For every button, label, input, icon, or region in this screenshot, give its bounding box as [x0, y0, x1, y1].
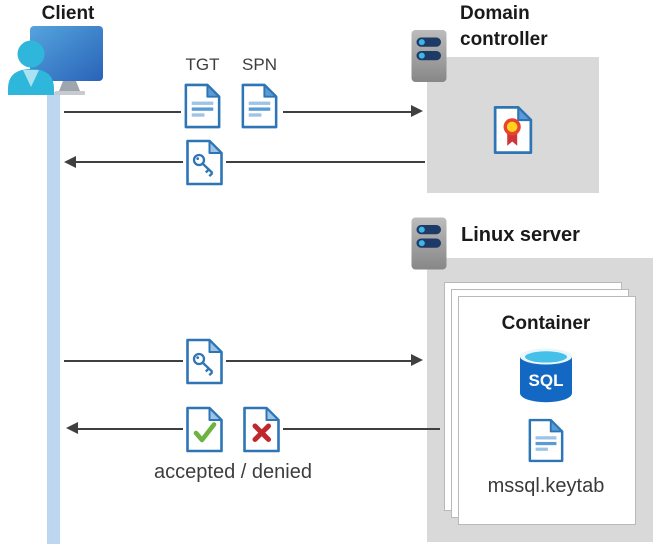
spn-label: SPN	[242, 55, 277, 74]
denied-document-icon	[241, 406, 282, 453]
arrow-connect-request-line	[226, 360, 411, 362]
tgt-document-icon	[182, 83, 223, 129]
domain-controller-server-icon	[411, 29, 447, 83]
arrow-auth-response-line	[226, 161, 425, 163]
container-title: Container	[501, 313, 591, 334]
arrow-auth-request-line	[64, 111, 181, 113]
keytab-document-icon	[527, 415, 565, 466]
linux-server-label: Linux server	[461, 224, 580, 246]
arrow-connect-request-line	[64, 360, 183, 362]
certificate-icon	[492, 105, 534, 155]
arrow-connect-response-head	[66, 422, 78, 434]
accepted-denied-caption: accepted / denied	[154, 461, 312, 483]
linux-server-icon	[411, 217, 447, 270]
container-card-front	[458, 296, 636, 525]
key-document-icon	[184, 139, 225, 186]
spn-document-icon	[239, 83, 280, 129]
arrow-connect-response-line	[283, 428, 440, 430]
sql-label: SQL	[529, 371, 564, 390]
arrow-connect-response-line	[78, 428, 183, 430]
tgt-label: TGT	[185, 55, 220, 74]
keytab-label: mssql.keytab	[487, 475, 605, 497]
arrow-auth-request-head	[411, 105, 423, 117]
arrow-auth-response-line	[76, 161, 183, 163]
client-timeline-line	[47, 92, 60, 544]
client-icon	[8, 26, 103, 95]
arrow-auth-response-head	[64, 156, 76, 168]
arrow-connect-request-head	[411, 354, 423, 366]
accepted-document-icon	[184, 406, 225, 453]
arrow-auth-request-line	[283, 111, 411, 113]
key-document-icon	[184, 338, 225, 385]
domain-controller-label: Domain controller	[460, 3, 548, 50]
sql-database-icon: SQL	[520, 348, 572, 403]
client-label: Client	[41, 3, 95, 24]
